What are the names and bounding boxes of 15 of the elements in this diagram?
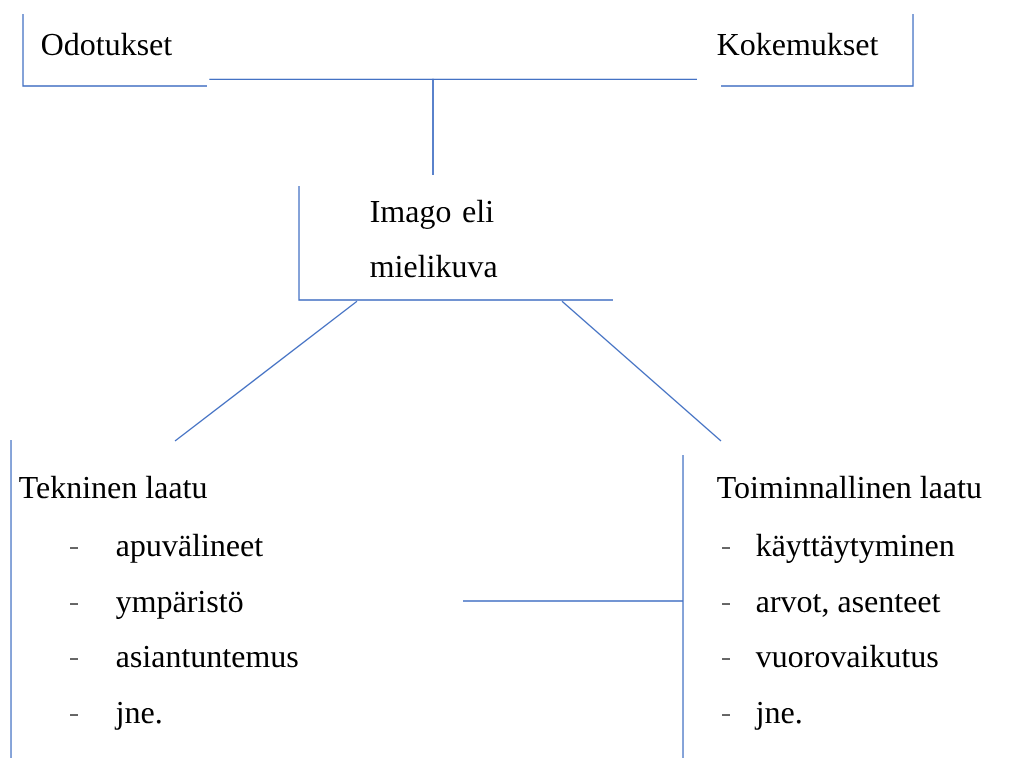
list-item: jne. [754,701,801,730]
connector-line [174,300,358,442]
list-item: käyttäytyminen [756,533,955,563]
list-item: arvot, asenteet [756,594,941,617]
list-item: vuorovaikutus [755,644,938,668]
list-item: ympäristö [116,590,243,619]
list-item: asiantuntemus [116,645,298,668]
list-item: jne. [114,701,161,730]
connector-line [561,300,722,442]
bracket-box: Odotukset [22,13,208,87]
list-item: apuvälineet [116,533,263,563]
bracket-box: Kokemukset [717,13,914,87]
bracket-box: Imago eli mielikuva [298,185,614,301]
connector-line [432,78,698,176]
connector-line [462,600,684,602]
